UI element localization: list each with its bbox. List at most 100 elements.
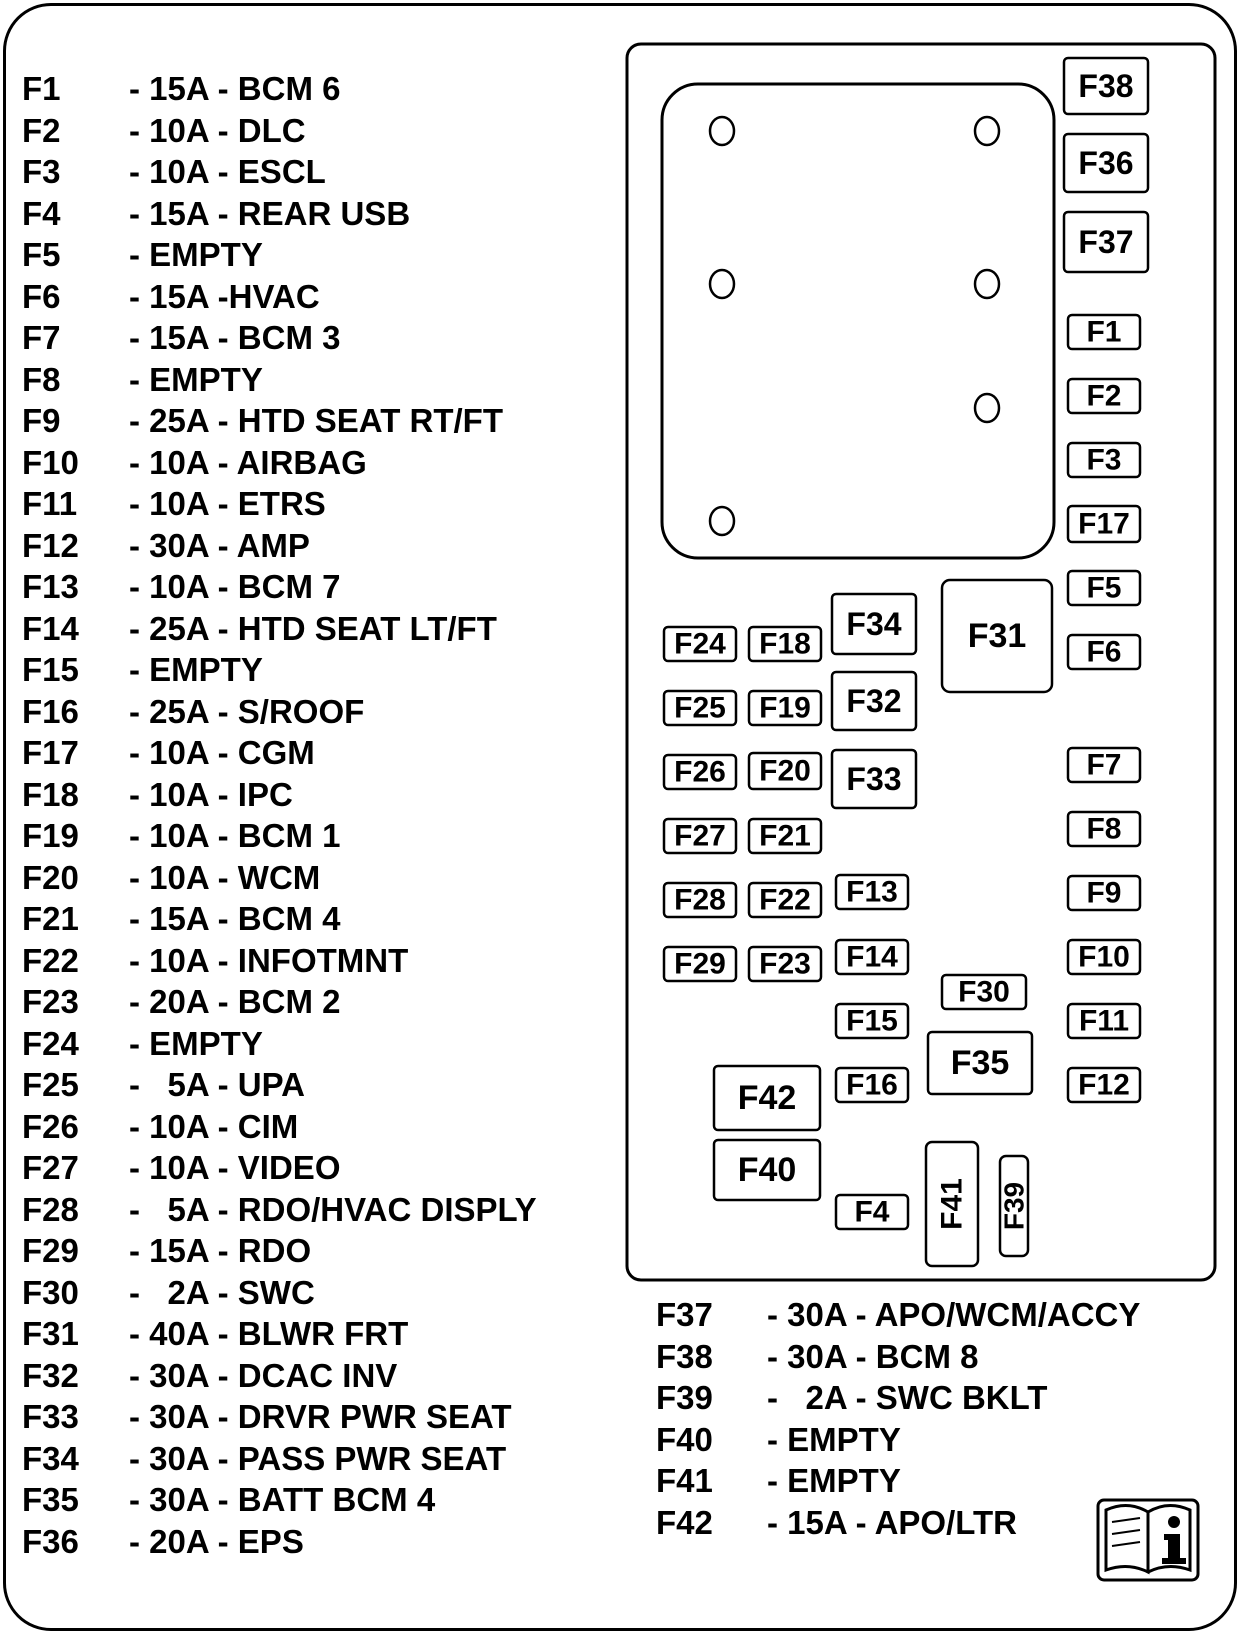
fuse-code: F42 [656,1503,713,1541]
fuse-label: F19 [759,692,811,725]
fuse-body [1066,1066,1142,1104]
fuse-description: - EMPTY [767,1420,901,1458]
fuse-body [1066,810,1142,848]
fuse-description: - 10A - VIDEO [129,1149,341,1186]
fuse-body [830,670,918,732]
fuse-code: F14 [22,609,79,647]
fuse-code: F21 [22,900,79,937]
fuse-description: - 15A - BCM 6 [129,70,341,107]
fuse-label: F36 [1078,145,1133,181]
fuse-label: F26 [674,756,726,789]
fuse-f13: F13 [834,873,910,911]
fuse-body [747,625,823,663]
fuse-f19: F19 [747,689,823,727]
fuse-f24: F24 [662,625,738,663]
fuse-f30: F30 [940,973,1028,1011]
fuse-body [662,689,738,727]
fuse-body [940,973,1028,1011]
fuse-label: F29 [674,948,726,981]
fuse-f25: F25 [662,689,738,727]
fuse-label: F7 [1086,749,1121,782]
fuse-body [747,751,823,791]
fuse-f10: F10 [1066,938,1142,976]
fuse-label: F31 [968,617,1027,655]
fuse-f8: F8 [1066,810,1142,848]
fuse-body [1066,569,1142,607]
fuse-description: - 10A - CGM [129,734,315,771]
fuse-block-outline [625,42,1217,1282]
fuse-body [998,1154,1030,1258]
fuse-f28: F28 [662,881,738,919]
fuse-label: F32 [846,683,901,719]
fuse-body [747,881,823,919]
fuse-f34: F34 [830,592,918,656]
fuse-f31: F31 [940,578,1054,694]
mounting-hole [973,392,1001,424]
fuse-description: - 15A - REAR USB [129,194,411,232]
fuse-f4: F4 [834,1193,910,1231]
fuse-description: - 15A -HVAC [129,277,320,315]
fuse-body [1066,633,1142,671]
fuse-label: F34 [846,606,901,642]
fuse-f7: F7 [1066,746,1142,784]
fuse-description: - 15A - BCM 3 [129,319,341,356]
fuse-label: F8 [1086,813,1121,846]
fuse-f38: F38 [1062,56,1150,116]
fuse-f12: F12 [1066,1066,1142,1104]
fuse-f37: F37 [1062,210,1150,274]
fuse-body [747,817,823,855]
fuse-code: F16 [22,692,79,730]
fuse-description: - 25A - HTD SEAT RT/FT [129,402,503,439]
fuse-f27: F27 [662,817,738,855]
fuse-body [926,1030,1034,1096]
fuse-description: - 40A - BLWR FRT [129,1315,409,1352]
mounting-holes [708,115,1001,537]
fuse-code: F25 [22,1066,79,1103]
fuse-code: F36 [22,1522,79,1560]
fuse-body [1066,938,1142,976]
fuse-code: F18 [22,775,79,813]
fuse-body [834,1066,910,1104]
fuse-description: - 20A - EPS [129,1522,304,1560]
fuse-code: F5 [22,236,61,273]
fuse-body [662,753,738,791]
fuse-label: F27 [674,820,726,853]
fuse-label: F28 [674,884,726,917]
fuse-code: F37 [656,1296,713,1333]
fuse-label: F38 [1078,68,1133,104]
fuse-code: F29 [22,1232,79,1269]
mounting-hole [708,115,736,147]
fuse-f33: F33 [830,748,918,810]
fuse-label: F13 [846,876,898,909]
fuse-body [662,625,738,663]
fuse-label: F4 [854,1196,889,1229]
fuse-body [747,689,823,727]
fuse-label: F10 [1078,941,1130,974]
fuse-label: F11 [1079,1005,1129,1038]
fuse-f32: F32 [830,670,918,732]
fuse-code: F15 [22,651,79,688]
fuse-code: F23 [22,983,79,1020]
fuse-label: F22 [759,884,811,917]
fuse-f39: F39 [998,1154,1030,1258]
fuse-body [834,938,910,976]
fuse-f26: F26 [662,753,738,791]
fuse-description: - EMPTY [129,236,263,273]
fuse-code: F17 [22,734,79,771]
fuse-f9: F9 [1066,874,1142,912]
fuse-code: F7 [22,319,61,356]
fuse-label: F25 [674,692,726,725]
fuse-description: - 15A - APO/LTR [767,1503,1017,1541]
fuse-description: - 10A - ETRS [129,485,326,522]
fuse-description: - 15A - RDO [129,1232,312,1269]
fuse-description: - 10A - INFOTMNT [129,941,409,979]
fuse-code: F1 [22,70,61,107]
fuse-body [1066,313,1142,351]
relay-area [660,82,1056,560]
fuse-code: F12 [22,526,79,564]
fuse-code: F41 [656,1462,713,1499]
mounting-hole [973,115,1001,147]
fuse-f15: F15 [834,1002,910,1040]
fuse-code: F13 [22,568,79,605]
